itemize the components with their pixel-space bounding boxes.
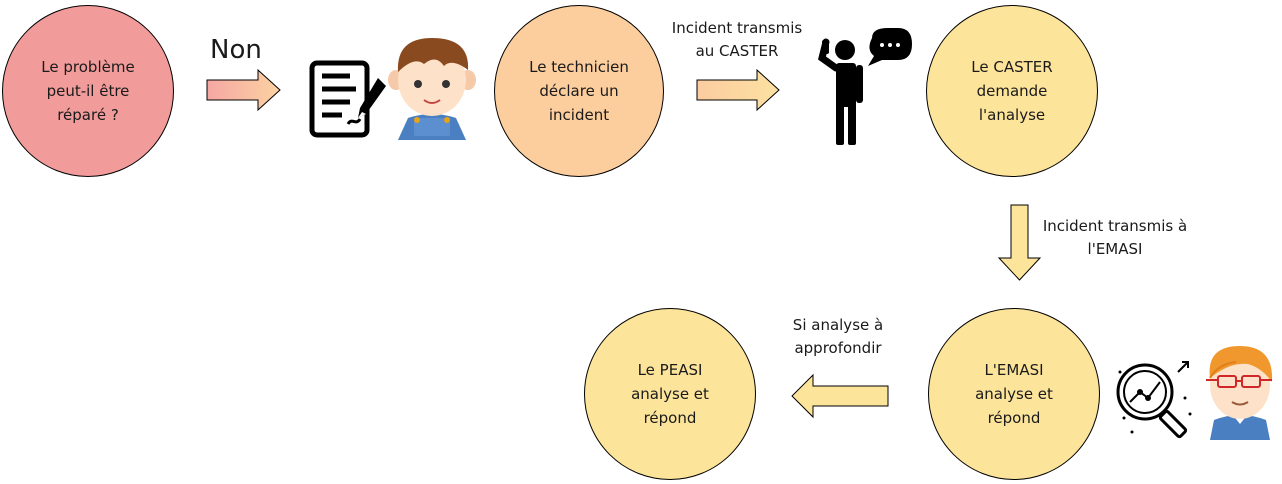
node-peasi-analyses: Le PEASI analyse et répond bbox=[584, 308, 756, 480]
edge-label-to-caster: Incident transmis au CASTER bbox=[671, 19, 803, 60]
edge-label-deeper-analysis: Si analyse à approfondir bbox=[792, 316, 884, 357]
arrow-to-emasi bbox=[997, 204, 1042, 281]
analyst-avatar-icon bbox=[1206, 346, 1273, 440]
analysis-magnifier-icon bbox=[1116, 361, 1192, 439]
node-emasi-analyses: L'EMASI analyse et répond bbox=[928, 308, 1100, 480]
node-technician-declares-label: Le technicien déclare un incident bbox=[529, 58, 629, 124]
edge-label-non: Non bbox=[210, 35, 262, 65]
node-emasi-analyses-label: L'EMASI analyse et répond bbox=[975, 361, 1053, 427]
document-edit-icon bbox=[309, 60, 386, 138]
arrow-to-caster bbox=[696, 68, 780, 112]
node-technician-declares: Le technicien déclare un incident bbox=[494, 5, 664, 177]
technician-avatar-icon bbox=[388, 38, 476, 140]
arrow-deeper-analysis bbox=[791, 373, 889, 419]
node-repair-question: Le problème peut-il être réparé ? bbox=[2, 5, 174, 177]
arrow-non bbox=[206, 68, 281, 112]
node-repair-question-label: Le problème peut-il être réparé ? bbox=[41, 58, 135, 124]
node-caster-requests: Le CASTER demande l'analyse bbox=[926, 5, 1098, 177]
node-caster-requests-label: Le CASTER demande l'analyse bbox=[971, 58, 1053, 124]
edge-label-to-emasi: Incident transmis à l'EMASI bbox=[1042, 217, 1188, 258]
node-peasi-analyses-label: Le PEASI analyse et répond bbox=[631, 361, 709, 427]
phone-call-person-icon bbox=[818, 28, 912, 145]
